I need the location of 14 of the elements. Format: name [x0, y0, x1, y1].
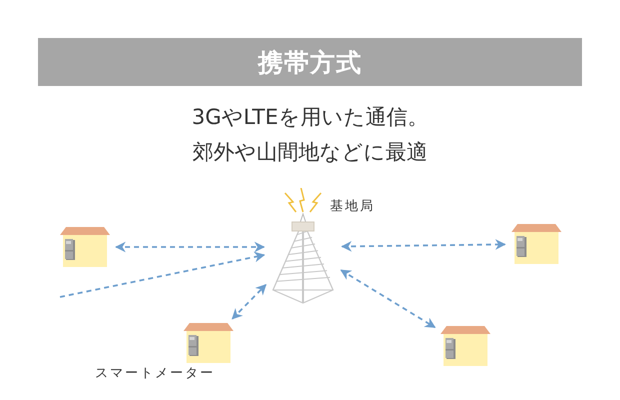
description-text: 3GやLTEを用いた通信。 [192, 105, 428, 129]
node-caption: スマートメーター [95, 365, 215, 382]
node-caption: 基地局 [330, 198, 375, 215]
picture [183, 323, 234, 363]
picture [511, 224, 562, 264]
dashed-arrow [340, 239, 506, 252]
picture [60, 227, 110, 267]
description-text: 郊外や山間地などに最適 [192, 140, 428, 164]
title-band: 携帯方式 [38, 38, 582, 86]
dashed-arrow [60, 252, 266, 298]
dashed-arrow [114, 242, 266, 252]
dashed-arrow [340, 269, 436, 328]
dashed-arrow [232, 284, 267, 320]
picture [440, 326, 491, 366]
